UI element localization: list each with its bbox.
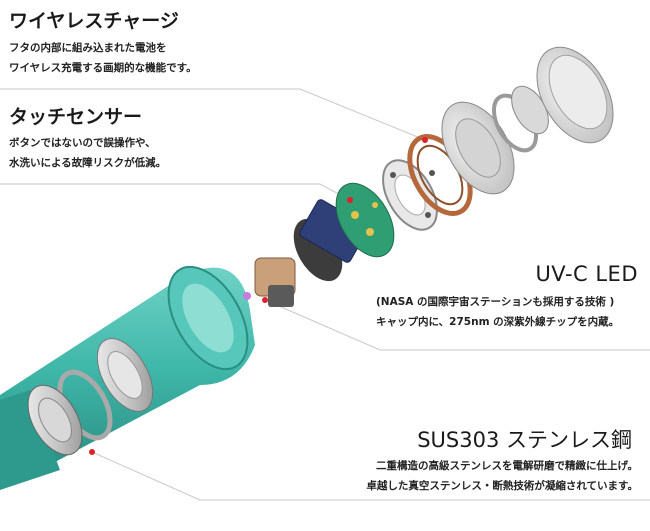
desc-touch-line-1: ボタンではないので誤操作や、 — [9, 137, 156, 149]
leader-line-steel — [91, 451, 650, 501]
uvc-led-module — [243, 257, 296, 307]
desc-touch-line-2: 水洗いによる故障リスクが低減。 — [9, 157, 167, 169]
desc-uvc-led: (NASA の国際宇宙ステーションも採用する技術 ) キャップ内に、275nm … — [376, 292, 619, 332]
desc-wireless-line-1: フタの内部に組み込まれた電池を — [9, 42, 167, 54]
desc-touch-sensor: ボタンではないので誤操作や、 水洗いによる故障リスクが低減。 — [9, 133, 166, 173]
desc-uvc-line-2: キャップ内に、275nm の深紫外線チップを内蔵。 — [376, 316, 620, 328]
heading-sus303-steel: SUS303 ステンレス鋼 — [417, 428, 632, 452]
callout-dot-touch — [347, 197, 353, 203]
leader-line-uvc — [264, 299, 650, 351]
leader-line-touch — [0, 183, 351, 201]
callout-dot-uvc — [262, 297, 268, 303]
spring-part — [491, 85, 549, 153]
heading-touch-sensor: タッチセンサー — [9, 106, 143, 128]
callout-dot-steel — [89, 449, 95, 455]
desc-steel-line-2: 卓越した真空ステンレス・断熱技術が凝縮されています。 — [366, 480, 638, 492]
heading-uvc-led: UV-C LED — [535, 262, 638, 286]
desc-steel-line-1: 二重構造の高級ステンレスを電解研磨で精緻に仕上げ。 — [376, 460, 638, 472]
heading-wireless-charge: ワイヤレスチャージ — [9, 10, 179, 32]
stainless-sleeve — [27, 338, 154, 456]
callout-dots — [89, 137, 428, 455]
callout-dot-wireless — [422, 137, 428, 143]
desc-wireless-charge: フタの内部に組み込まれた電池を ワイヤレス充電する画期的な機能です。 — [9, 38, 197, 78]
desc-wireless-line-2: ワイヤレス充電する画期的な機能です。 — [9, 62, 197, 74]
desc-uvc-line-1: (NASA の国際宇宙ステーションも採用する技術 ) — [376, 296, 615, 308]
desc-sus303-steel: 二重構造の高級ステンレスを電解研磨で精緻に仕上げ。 卓越した真空ステンレス・断熱… — [366, 456, 638, 496]
top-lid — [536, 46, 614, 144]
leader-line-wireless — [0, 88, 426, 141]
